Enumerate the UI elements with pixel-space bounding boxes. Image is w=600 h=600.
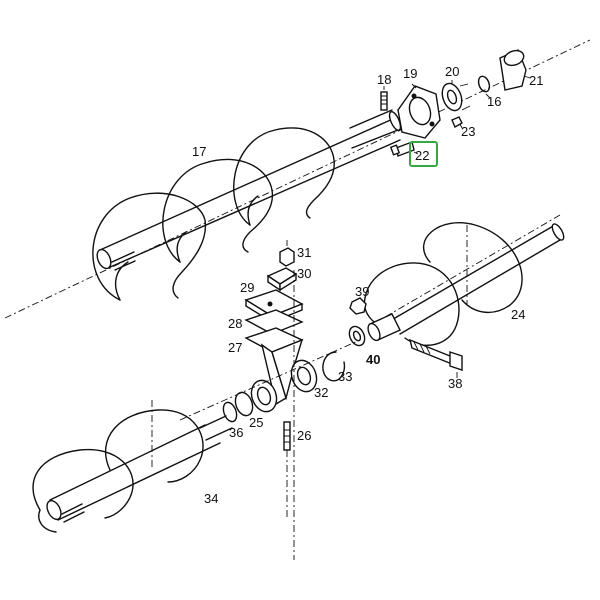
label-32: 32	[314, 385, 328, 400]
leader-16	[485, 93, 491, 99]
part-28-plate	[244, 309, 304, 335]
lower-shaft-slot	[61, 503, 85, 523]
lower-shaft-top	[49, 424, 206, 501]
label-21: 21	[529, 73, 543, 88]
part-38-bolt	[408, 338, 454, 366]
label-36: 36	[229, 425, 243, 440]
label-31: 31	[297, 245, 311, 260]
part-spacer-end	[367, 322, 381, 342]
part-19-hole-1	[411, 93, 417, 99]
part-39-nut	[349, 297, 367, 315]
part-38-bolt-head	[449, 351, 463, 371]
part-22-bolt-head	[389, 144, 401, 156]
leader-22	[413, 151, 419, 155]
part-18-pin	[380, 91, 388, 111]
part-30-clamp-front	[279, 272, 297, 292]
upper-auger-17	[4, 39, 591, 319]
upper-flight-1-inner	[114, 261, 129, 301]
part-labels: 18 19 20 21 16 23 17 22 31 30 29 28 27 3…	[192, 64, 543, 506]
label-39: 39	[355, 284, 369, 299]
label-23: 23	[461, 124, 475, 139]
label-18: 18	[377, 72, 391, 87]
part-25-bearing-inner	[256, 386, 272, 406]
part-40-washer	[348, 325, 366, 347]
label-16: 16	[487, 94, 501, 109]
leader-23	[459, 123, 463, 129]
leader-21	[523, 75, 531, 79]
lower-flight-1-inner	[38, 509, 57, 533]
right-auger-24	[348, 214, 565, 378]
lower-flight-2	[104, 409, 204, 483]
label-25: 25	[249, 415, 263, 430]
label-19: 19	[403, 66, 417, 81]
label-28: 28	[228, 316, 242, 331]
right-shaft-end	[551, 223, 565, 241]
part-19-hole-2	[429, 121, 435, 127]
part-20-bearing-inner	[446, 89, 458, 105]
upper-shaft-stub	[349, 109, 399, 149]
lower-shaft-end	[46, 499, 62, 521]
lower-shaft-bottom	[57, 442, 221, 521]
lower-flight-1	[32, 448, 134, 519]
right-flight-2	[364, 262, 460, 346]
right-shaft-bottom	[399, 239, 561, 335]
part-38-thread	[413, 341, 431, 355]
upper-flight-2-inner	[176, 231, 187, 263]
part-29-hole	[267, 301, 273, 307]
label-20: 20	[445, 64, 459, 79]
part-16-circlip	[477, 75, 491, 93]
lower-auger-34	[32, 400, 233, 533]
label-22: 22	[415, 148, 429, 163]
label-30: 30	[297, 266, 311, 281]
part-27-bracket-face	[271, 338, 304, 401]
highlight-box-22	[409, 141, 438, 167]
right-auger-axis	[379, 214, 561, 321]
upper-shaft-top-edge	[99, 117, 396, 251]
upper-flight-1	[92, 192, 207, 301]
upper-auger-axis	[4, 39, 591, 319]
leader-19	[411, 83, 417, 89]
part-20-body	[459, 83, 471, 111]
label-38: 38	[448, 376, 462, 391]
part-25-seal	[234, 391, 254, 417]
part-36-ring	[222, 401, 238, 423]
upper-flight-2	[162, 158, 274, 263]
upper-flight-3-inner	[247, 195, 259, 226]
label-17: 17	[192, 144, 206, 159]
part-18-thread	[381, 95, 387, 105]
part-31-nut	[279, 247, 295, 267]
part-40-washer-hole	[352, 330, 362, 342]
label-33: 33	[338, 369, 352, 384]
bearing-housing-group	[380, 49, 531, 157]
right-shaft-top	[394, 224, 556, 319]
upper-shaft-bottom-edge	[107, 139, 401, 269]
label-40: 40	[366, 352, 380, 367]
upper-shaft-end	[96, 248, 112, 270]
label-34: 34	[204, 491, 218, 506]
part-21-cap-top	[503, 49, 525, 67]
label-26: 26	[297, 428, 311, 443]
label-29: 29	[240, 280, 254, 295]
label-27: 27	[228, 340, 242, 355]
label-24: 24	[511, 307, 525, 322]
right-flight-1	[423, 222, 523, 313]
upper-shaft-slot	[111, 251, 136, 271]
center-bracket-group	[179, 240, 361, 560]
part-32-bearing-inner	[296, 366, 312, 386]
center-horizontal-axis	[179, 339, 361, 421]
part-22-bolt	[395, 141, 415, 157]
lower-shaft-stub	[199, 415, 233, 441]
upper-flight-3	[233, 127, 335, 226]
part-26-thread	[284, 429, 290, 443]
upper-shaft-stub-end	[388, 111, 402, 131]
part-23-nut	[451, 116, 463, 128]
part-33-circlip	[322, 351, 346, 382]
